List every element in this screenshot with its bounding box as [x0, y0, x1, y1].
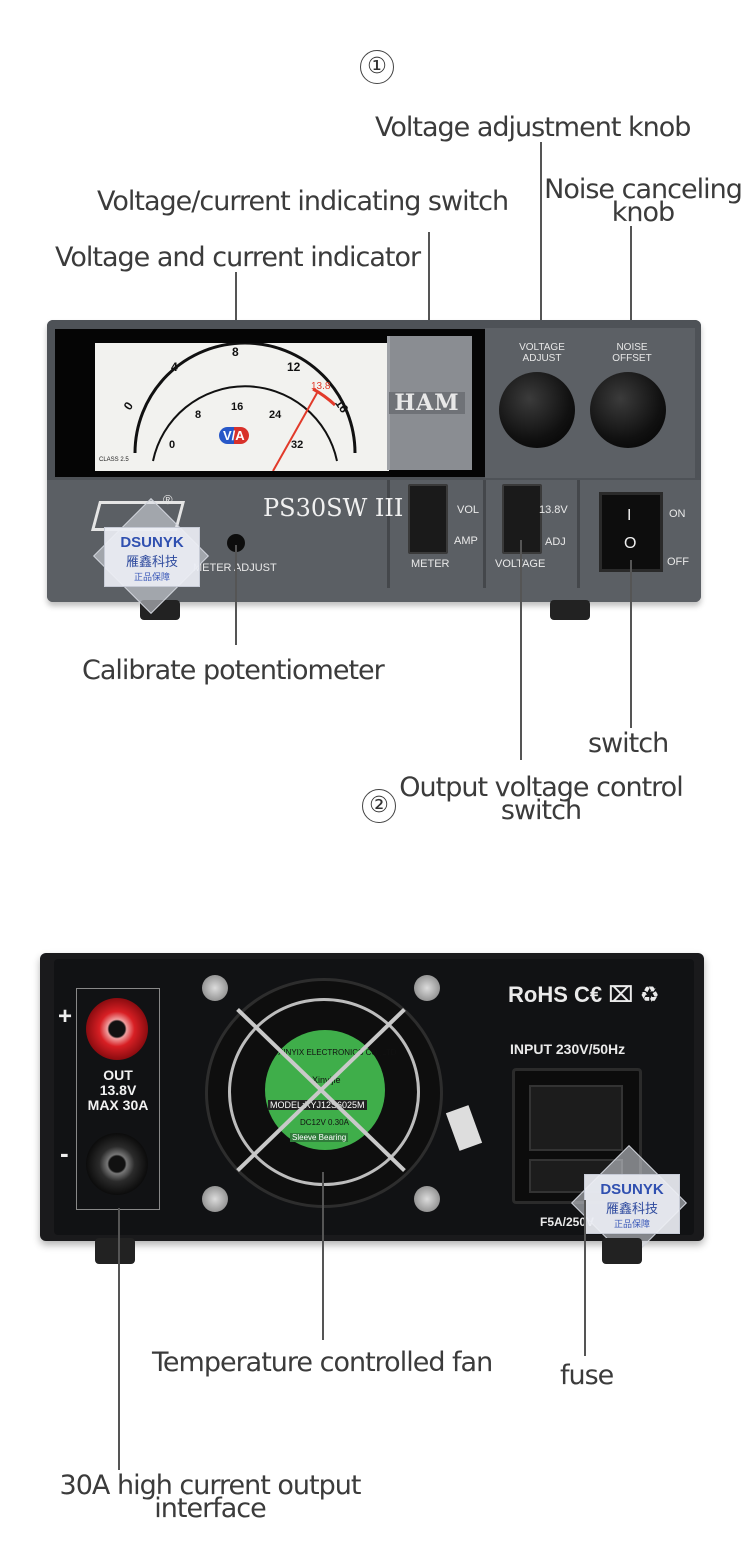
- out-line2: 13.8V: [99, 1082, 137, 1098]
- leader-output-voltage: [520, 540, 522, 760]
- marker-2: ②: [362, 789, 396, 823]
- fan-label-3: MODEL:XYJ12S6025M: [268, 1100, 367, 1110]
- divider-3: [577, 480, 580, 588]
- callout-noise-canceling-knob: Noise canceling knob: [544, 174, 743, 228]
- badge-front-sub: 正品保障: [133, 572, 170, 582]
- meter-class: CLASS 2.5: [99, 457, 129, 463]
- v138-label: 13.8V: [539, 504, 568, 516]
- badge-back-brand: DSUNYK: [600, 1181, 664, 1198]
- badge-front-brand: DSUNYK: [120, 534, 184, 551]
- callout-voltage-current-indicator: Voltage and current indicator: [55, 242, 421, 273]
- noise-offset-knob[interactable]: [590, 372, 666, 448]
- badge-back-sub: 正品保障: [613, 1219, 650, 1229]
- on-label: ON: [669, 508, 686, 520]
- leader-fuse: [584, 1200, 586, 1356]
- fan-label-2: Xinyijie: [312, 1075, 341, 1085]
- front-foot-right: [550, 600, 590, 620]
- callout-voltage-current-switch: Voltage/current indicating switch: [97, 186, 509, 217]
- meter-red-mark: 13.8: [311, 381, 331, 392]
- plus-sign: +: [58, 1003, 73, 1030]
- fan-grill-mid: [228, 998, 420, 1186]
- meter-tick-inner-0: 0: [169, 439, 176, 451]
- badge-back: DSUNYK 雁鑫科技 正品保障: [584, 1174, 680, 1234]
- fan-label-1: XINYIX ELECTRONICS CO.,LTD: [278, 1048, 397, 1057]
- fan-screw-tr: [414, 975, 440, 1001]
- badge-front: DSUNYK 雁鑫科技 正品保障: [104, 527, 200, 587]
- iec-power-inlet[interactable]: [512, 1068, 642, 1204]
- meter-tick-inner-8: 8: [195, 409, 202, 421]
- output-rating-label: OUT 13.8V MAX 30A: [78, 1068, 158, 1113]
- badge-front-cn: 雁鑫科技: [125, 554, 178, 569]
- fan-label-5: Sleeve Bearing: [290, 1133, 349, 1142]
- meter-tick-inner-32: 32: [291, 439, 304, 451]
- adj-label: ADJ: [545, 536, 566, 548]
- negative-terminal[interactable]: [86, 1133, 148, 1195]
- meter-tick-outer-8: 8: [232, 345, 239, 359]
- meter-tick-outer-12: 12: [287, 360, 301, 374]
- vol-label: VOL: [457, 504, 480, 516]
- rocker-on-mark: I: [627, 507, 632, 524]
- brand-registered: ®: [163, 492, 173, 507]
- fan-screw-tl: [202, 975, 228, 1001]
- leader-fan: [322, 1172, 324, 1340]
- badge-back-cn: 雁鑫科技: [605, 1201, 658, 1216]
- meter-label: METER: [411, 558, 450, 570]
- minus-sign: -: [60, 1138, 69, 1168]
- callout-output-interface-line2: interface: [154, 1493, 266, 1524]
- meter-tick-outer-4: 4: [171, 360, 178, 374]
- off-label: OFF: [667, 556, 689, 568]
- callout-temperature-fan: Temperature controlled fan: [152, 1347, 493, 1378]
- meter-toggle-switch[interactable]: [408, 484, 448, 554]
- leader-indicator: [235, 272, 237, 324]
- divider-2: [483, 480, 486, 588]
- leader-power-switch: [630, 560, 632, 728]
- meter-tick-inner-24: 24: [269, 409, 282, 421]
- ham-logo: HAM: [389, 392, 465, 414]
- divider-1: [387, 480, 390, 588]
- leader-calibrate: [235, 545, 237, 645]
- callout-calibrate-potentiometer: Calibrate potentiometer: [82, 655, 385, 686]
- voltage-toggle-switch[interactable]: [502, 484, 542, 554]
- front-panel: 0 4 8 12 16 0 8 16 24 32 13.8 V/A CLASS …: [47, 320, 701, 602]
- callout-output-interface-line1: 30A high current output: [59, 1470, 362, 1501]
- voltage-adjust-knob[interactable]: [499, 372, 575, 448]
- positive-terminal[interactable]: [86, 998, 148, 1060]
- fan-screw-br: [414, 1186, 440, 1212]
- back-foot-right: [602, 1238, 642, 1264]
- noise-offset-label: NOISE OFFSET: [612, 342, 652, 364]
- meter-tick-inner-16: 16: [231, 401, 244, 413]
- callout-fuse: fuse: [560, 1360, 614, 1391]
- marker-1: ①: [360, 50, 394, 84]
- iec-socket: [529, 1085, 623, 1151]
- input-rating: INPUT 230V/50Hz: [510, 1041, 626, 1057]
- rocker-off-mark: O: [624, 535, 637, 552]
- back-foot-left: [95, 1238, 135, 1264]
- meter-face: 0 4 8 12 16 0 8 16 24 32 13.8 V/A CLASS …: [95, 341, 389, 472]
- fan-label-4: DC12V 0.30A: [300, 1118, 349, 1127]
- callout-noise-line2: knob: [611, 197, 675, 228]
- calibrate-potentiometer[interactable]: [227, 534, 245, 552]
- fan-screw-bl: [202, 1186, 228, 1212]
- callout-output-line1: Output voltage control: [399, 772, 683, 803]
- callout-output-line2: switch: [500, 795, 582, 826]
- amp-label: AMP: [454, 535, 478, 547]
- cert-marks: RoHS C€ ⌧ ♻: [508, 982, 660, 1007]
- out-line1: OUT: [103, 1067, 133, 1083]
- fuse-rating: F5A/250V: [540, 1215, 595, 1229]
- model-name: PS30SW III: [263, 494, 404, 522]
- voltage-adjust-label: VOLTAGE ADJUST: [519, 342, 565, 364]
- leader-voltage-knob: [540, 142, 542, 400]
- meter-scale: [133, 341, 357, 472]
- meter-adjust-label: METER ADJUST: [193, 562, 277, 574]
- leader-output-interface: [118, 1208, 120, 1470]
- callout-output-voltage: Output voltage control switch: [399, 772, 683, 826]
- callout-output-interface: 30A high current output interface: [59, 1470, 362, 1524]
- callout-noise-line1: Noise canceling: [544, 174, 743, 205]
- power-rocker-switch[interactable]: I O: [599, 492, 663, 572]
- leader-noise-knob: [630, 226, 632, 400]
- callout-voltage-adjustment-knob: Voltage adjustment knob: [375, 112, 691, 143]
- meter-va-badge: V/A: [219, 427, 249, 444]
- callout-switch: switch: [588, 728, 669, 759]
- out-line3: MAX 30A: [87, 1097, 149, 1113]
